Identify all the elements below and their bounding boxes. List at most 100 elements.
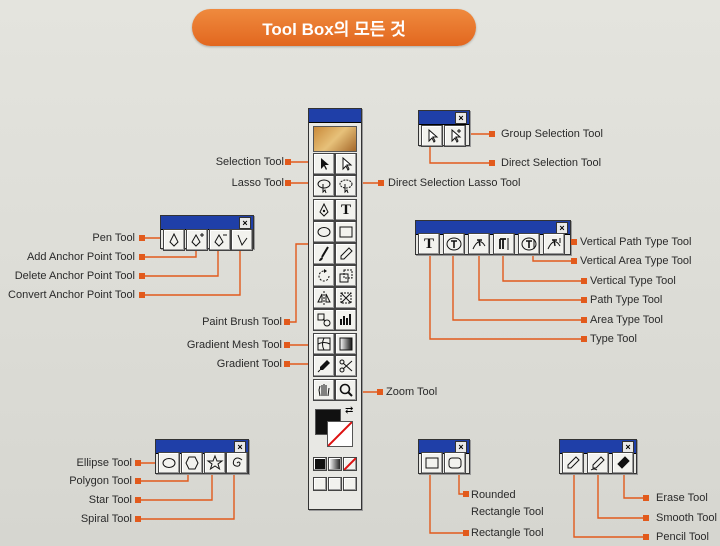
area-type-tool-button[interactable] xyxy=(443,233,465,255)
stroke-swatch[interactable] xyxy=(327,421,353,447)
palette-title-bar[interactable]: × xyxy=(419,440,469,454)
rounded-rectangle-tool-button[interactable] xyxy=(444,452,466,474)
gradient-mesh-tool-button[interactable] xyxy=(313,333,335,355)
close-icon[interactable]: × xyxy=(556,222,568,234)
hand-tool-button[interactable] xyxy=(313,379,335,401)
add-anchor-point-tool-button[interactable] xyxy=(186,229,208,251)
spiral-tool-button[interactable] xyxy=(226,452,248,474)
label-group-selection-tool: Group Selection Tool xyxy=(501,128,603,140)
blend-tool-button[interactable] xyxy=(313,309,335,331)
bar-graph-icon xyxy=(340,314,351,325)
direct-selection-lasso-tool-button[interactable] xyxy=(335,175,357,197)
selection-tool-button[interactable] xyxy=(313,153,335,175)
eraser-icon xyxy=(617,456,630,469)
ellipse-tool-button[interactable] xyxy=(158,452,180,474)
scissors-tool-button[interactable] xyxy=(335,355,357,377)
paint-brush-tool-button[interactable] xyxy=(313,243,335,265)
label-lasso-tool: Lasso Tool xyxy=(231,177,284,189)
pen-plus-icon xyxy=(191,233,204,247)
vertical-area-type-tool-button[interactable] xyxy=(518,233,540,255)
delete-anchor-point-tool-button[interactable] xyxy=(209,229,231,251)
label-erase-tool: Erase Tool xyxy=(656,492,708,504)
pencil-tool-button[interactable] xyxy=(562,452,584,474)
gradient-mode-button[interactable] xyxy=(328,457,342,471)
reflect-tool-button[interactable] xyxy=(313,287,335,309)
rotate-tool-button[interactable] xyxy=(313,265,335,287)
direct-selection-tool-button[interactable] xyxy=(335,153,357,175)
star-tool-button[interactable] xyxy=(204,452,226,474)
spiral-icon xyxy=(232,457,243,467)
callout-dot xyxy=(463,491,469,497)
type-tool-button[interactable]: T xyxy=(418,233,440,255)
swap-colors-icon[interactable]: ⇄ xyxy=(345,405,354,416)
fill-stroke-area[interactable]: ⇄ xyxy=(313,405,355,451)
color-mode-button[interactable] xyxy=(313,457,327,471)
smooth-tool-button[interactable] xyxy=(587,452,609,474)
callout-dot xyxy=(284,342,290,348)
callout-dot xyxy=(581,297,587,303)
type-tools-palette[interactable]: × T xyxy=(415,220,571,255)
vertical-path-type-tool-button[interactable] xyxy=(543,233,565,255)
none-mode-button[interactable] xyxy=(343,457,357,471)
magnifier-icon xyxy=(339,383,353,397)
label-spiral-tool: Spiral Tool xyxy=(80,513,132,525)
path-type-tool-button[interactable] xyxy=(468,233,490,255)
rectangle-tool-button[interactable] xyxy=(335,221,357,243)
convert-anchor-point-tool-button[interactable] xyxy=(231,229,253,251)
pen-tool-button[interactable] xyxy=(163,229,185,251)
pen-tools-palette[interactable]: × xyxy=(160,215,254,251)
graph-tool-button[interactable] xyxy=(335,309,357,331)
rectangle-tools-palette[interactable]: × xyxy=(418,439,470,474)
lasso-tool-button[interactable] xyxy=(313,175,335,197)
palette-title-bar[interactable]: × xyxy=(161,216,253,230)
rectangle-tool-button[interactable] xyxy=(421,452,443,474)
vertical-path-type-icon xyxy=(547,238,561,250)
label-zoom-tool: Zoom Tool xyxy=(386,386,438,398)
label-smooth-tool: Smooth Tool xyxy=(656,512,717,524)
gradient-tool-button[interactable] xyxy=(335,333,357,355)
type-tool-button[interactable]: T xyxy=(335,199,357,221)
callout-dot xyxy=(643,515,649,521)
direct-selection-tool-button[interactable] xyxy=(421,125,443,147)
ellipse-icon xyxy=(317,227,331,237)
lasso-icon xyxy=(317,179,331,194)
pen-icon xyxy=(169,232,179,247)
label-vertical-area-type-tool: Vertical Area Type Tool xyxy=(580,255,692,267)
callout-dot xyxy=(135,497,141,503)
hollow-arrow-icon xyxy=(342,156,353,171)
erase-tool-button[interactable] xyxy=(612,452,634,474)
main-toolbox-palette[interactable]: T ⇄ xyxy=(308,108,362,510)
palette-title-bar[interactable]: × xyxy=(419,111,469,125)
star-icon xyxy=(206,454,224,471)
toolbox-title-bar[interactable] xyxy=(309,109,361,123)
callout-dot xyxy=(581,317,587,323)
standard-screen-mode-button[interactable] xyxy=(313,477,327,491)
callout-dot xyxy=(378,180,384,186)
polygon-tool-button[interactable] xyxy=(181,452,203,474)
close-icon[interactable]: × xyxy=(239,217,251,229)
close-icon[interactable]: × xyxy=(455,112,467,124)
full-screen-menu-mode-button[interactable] xyxy=(328,477,342,491)
shape-tools-palette[interactable]: × xyxy=(155,439,249,474)
hollow-arrow-icon xyxy=(428,128,439,143)
vertical-type-tool-button[interactable] xyxy=(493,233,515,255)
full-screen-mode-button[interactable] xyxy=(343,477,357,491)
rectangle-icon xyxy=(425,457,439,469)
free-transform-tool-button[interactable] xyxy=(335,287,357,309)
callout-dot xyxy=(643,495,649,501)
callout-dot xyxy=(285,159,291,165)
callout-dot xyxy=(463,530,469,536)
selection-tools-palette[interactable]: × xyxy=(418,110,470,147)
pencil-tools-palette[interactable]: × xyxy=(559,439,637,474)
label-ellipse-tool: Ellipse Tool xyxy=(76,457,132,469)
ellipse-tool-button[interactable] xyxy=(313,221,335,243)
label-selection-tool: Selection Tool xyxy=(215,156,284,168)
eyedropper-tool-button[interactable] xyxy=(313,355,335,377)
group-selection-tool-button[interactable] xyxy=(444,125,466,147)
label-area-type-tool: Area Type Tool xyxy=(590,314,663,326)
pen-tool-button[interactable] xyxy=(313,199,335,221)
scale-tool-button[interactable] xyxy=(335,265,357,287)
pen-icon xyxy=(319,202,329,217)
pencil-tool-button[interactable] xyxy=(335,243,357,265)
zoom-tool-button[interactable] xyxy=(335,379,357,401)
